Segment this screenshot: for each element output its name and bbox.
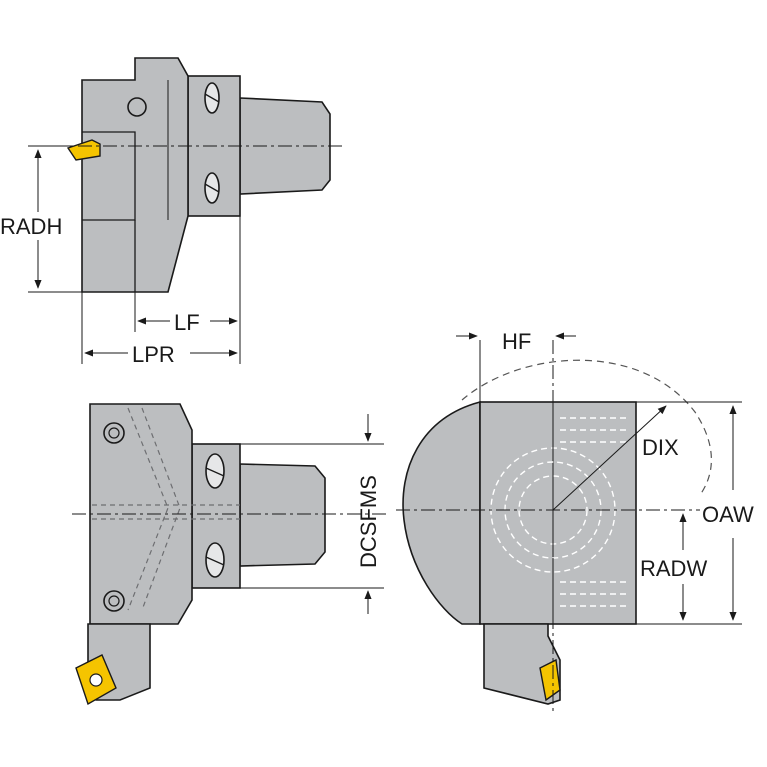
hf-label: HF: [502, 329, 531, 354]
side-screw-lower-icon: [103, 590, 125, 612]
side-slot-upper: [205, 453, 225, 489]
front-rounded-side: [402, 400, 481, 625]
top-view: RADH LF LPR: [0, 57, 345, 367]
lpr-label: LPR: [132, 342, 175, 367]
side-screw-upper-icon: [103, 422, 125, 444]
front-insert-icon: [539, 658, 561, 702]
front-main-body: [479, 401, 637, 625]
front-insert-arm: [483, 623, 561, 705]
top-screw-icon: [127, 97, 147, 117]
top-insert-icon: [66, 139, 101, 161]
front-view: HF DIX OAW RADW: [396, 329, 754, 712]
side-slot-lower: [205, 542, 225, 578]
radh-label: RADH: [0, 214, 62, 239]
dcsfms-label: DCSFMS: [356, 475, 381, 568]
radw-label: RADW: [640, 556, 707, 581]
lf-label: LF: [174, 310, 200, 335]
oaw-label: OAW: [702, 502, 754, 527]
side-shank: [239, 463, 326, 567]
dix-label: DIX: [642, 435, 679, 460]
side-view: DCSFMS: [72, 403, 388, 706]
